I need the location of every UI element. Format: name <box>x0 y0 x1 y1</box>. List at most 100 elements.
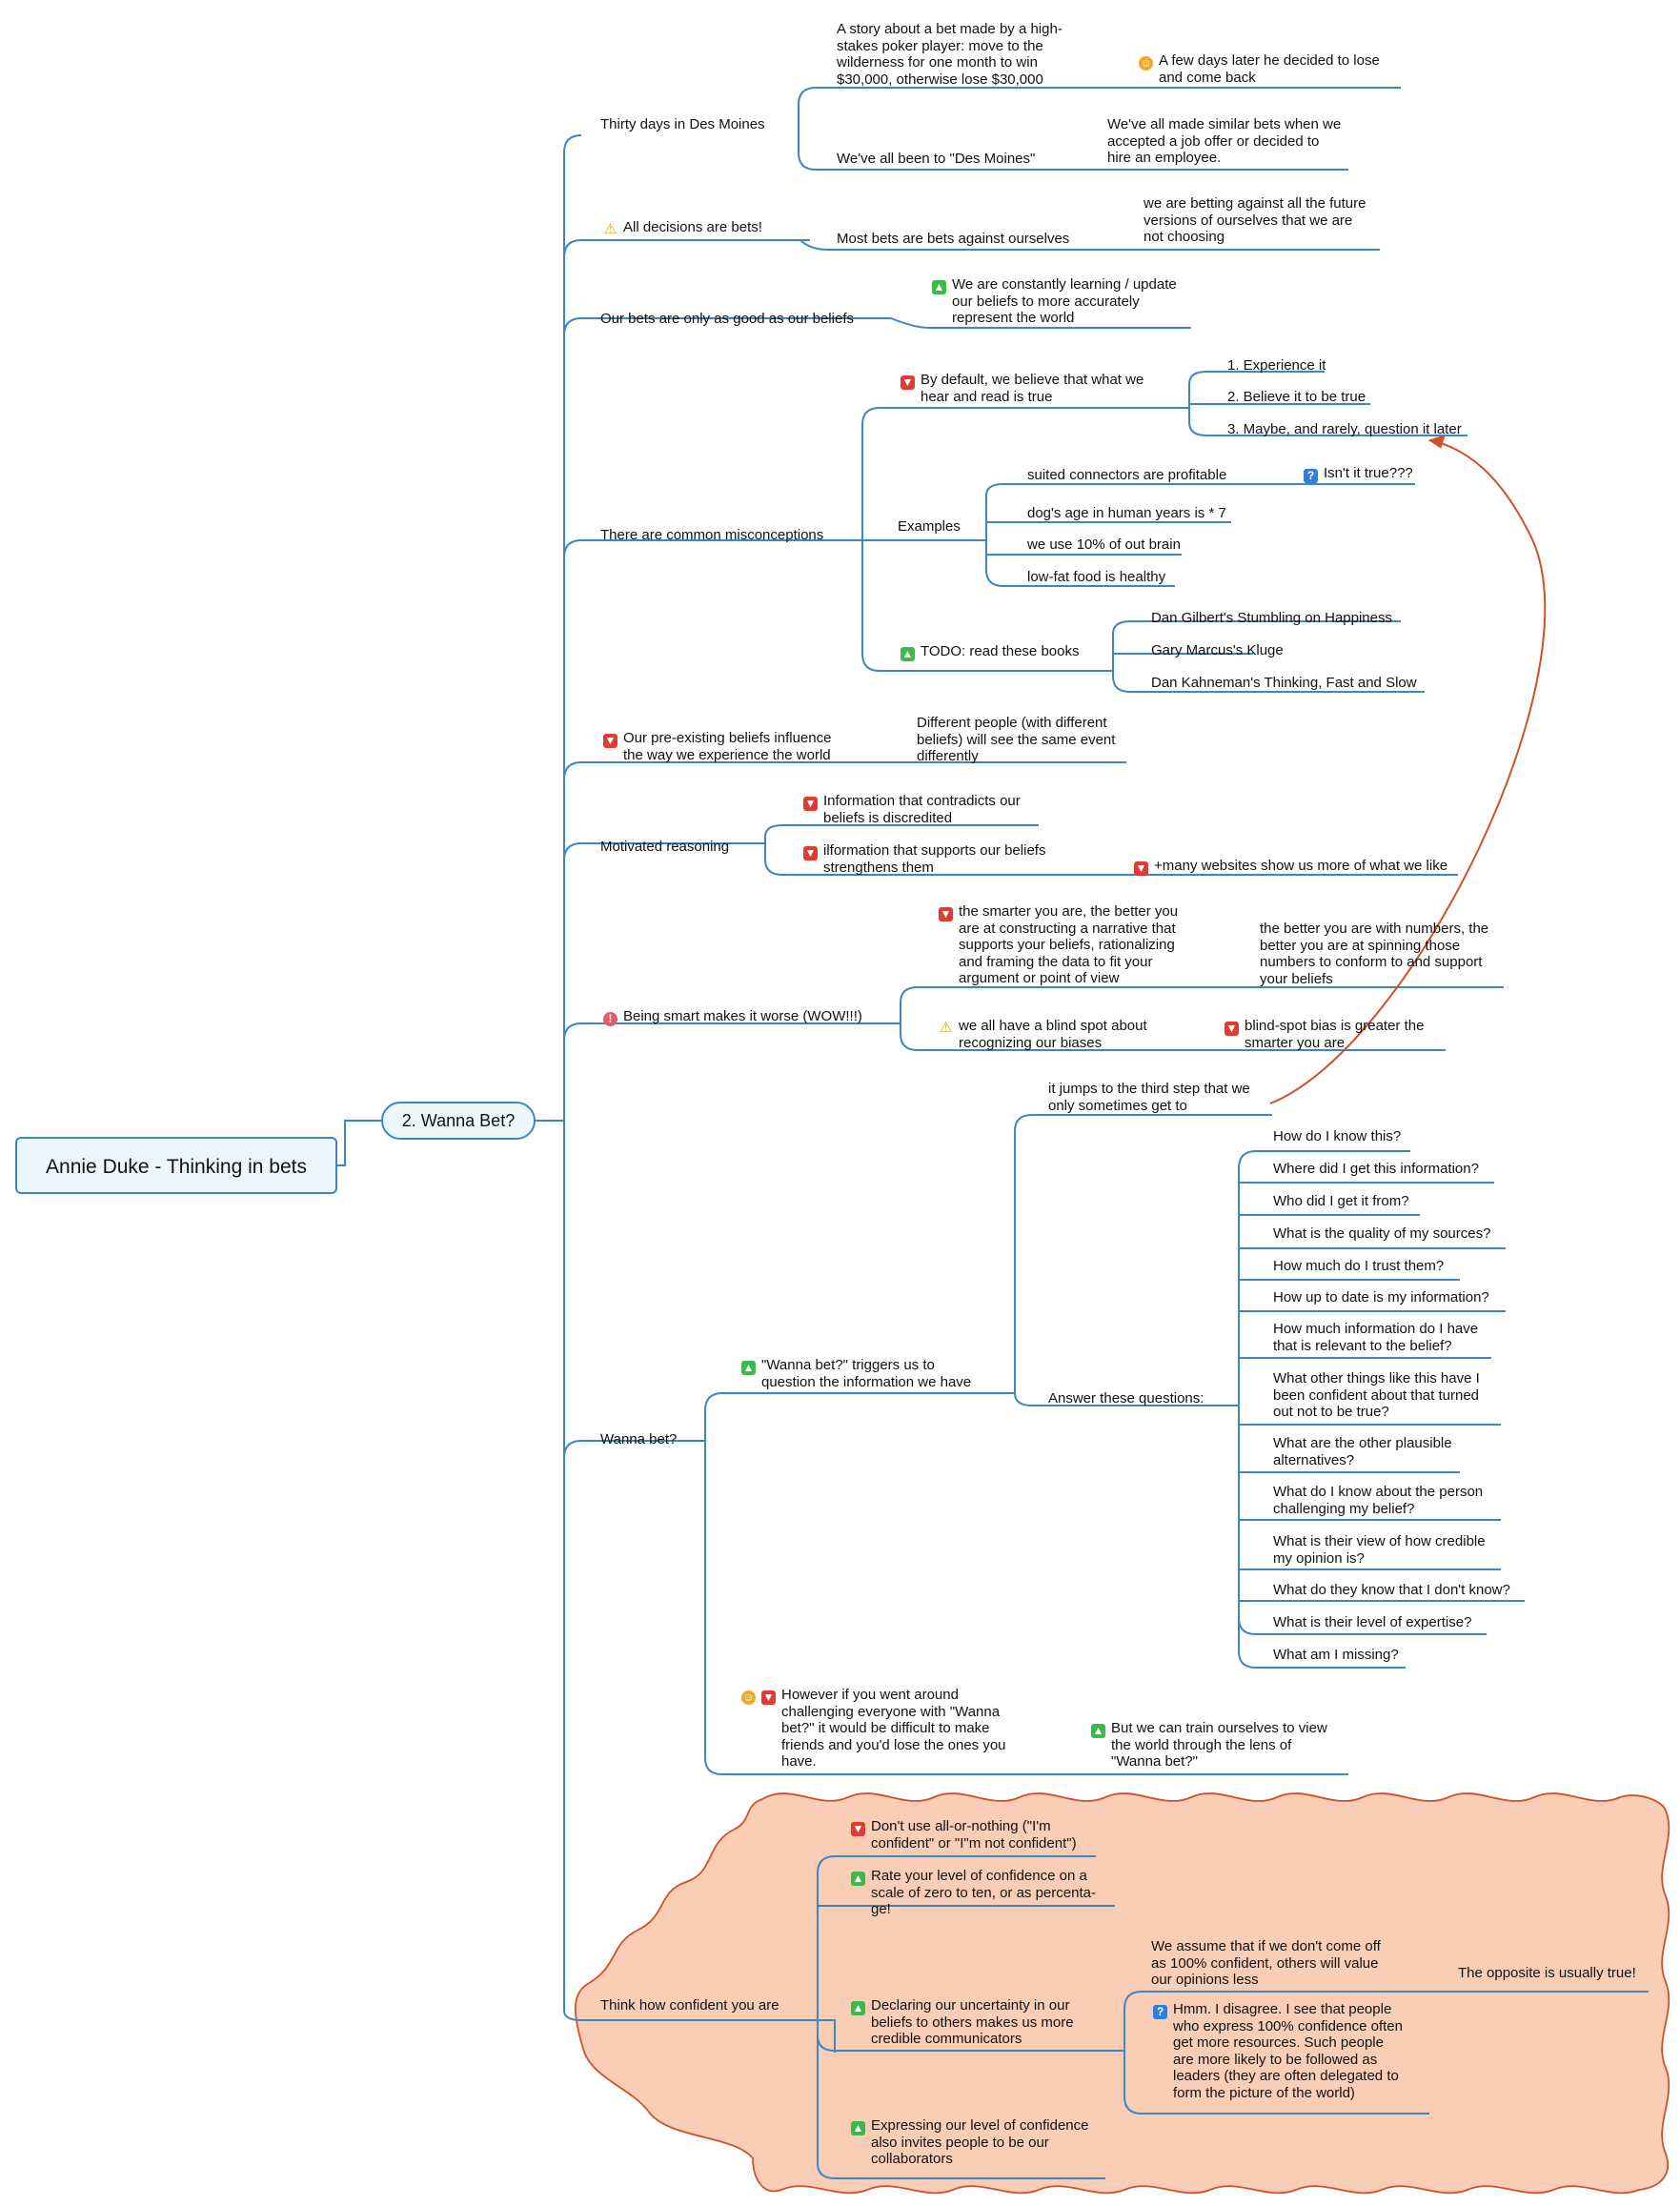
topic-hmm[interactable]: ?Hmm. I disagree. I see that people who … <box>1153 2001 1403 2101</box>
topic-third-step[interactable]: it jumps to the third step that we only … <box>1048 1081 1250 1114</box>
topic-blind-bias[interactable]: ▼ blind-spot bias is greater the smarter … <box>1225 1018 1424 1051</box>
book-item[interactable]: Dan Gilbert's Stumbling on Happiness <box>1151 610 1392 626</box>
topic-thirty-days[interactable]: Thirty days in Des Moines <box>600 116 765 132</box>
bets-beliefs-note-text: We are constantly learning / update our … <box>952 276 1177 326</box>
root-topic[interactable]: Annie Duke - Thinking in bets <box>15 1137 337 1194</box>
question-item[interactable]: What am I missing? <box>1273 1647 1399 1663</box>
question-icon: ? <box>1304 469 1318 483</box>
topic-websites[interactable]: ▼+many websites show us more of what we … <box>1134 858 1447 876</box>
todo-text: TODO: read these books <box>921 643 1080 659</box>
main-topic[interactable]: 2. Wanna Bet? <box>381 1102 536 1140</box>
smart-text: Being smart makes it worse (WOW!!!) <box>623 1008 862 1024</box>
topic-opposite[interactable]: The opposite is usually true! <box>1458 1965 1636 1981</box>
topic-answer[interactable]: Answer these questions: <box>1048 1390 1204 1407</box>
thumbs-down-icon: ▼ <box>939 907 953 921</box>
question-item[interactable]: What is the quality of my sources? <box>1273 1225 1491 1242</box>
topic-expressing[interactable]: ▲Expressing our level of confidence also… <box>851 2117 1088 2168</box>
topic-preexisting-note[interactable]: Different people (with different beliefs… <box>917 715 1116 764</box>
topic-we-all-note[interactable]: We've all made similar bets when we acce… <box>1107 116 1342 166</box>
isnt-true-text: Isn't it true??? <box>1324 465 1413 481</box>
preexisting-text: Our pre-existing beliefs influence the w… <box>623 730 832 763</box>
blind-bias-text: blind-spot bias is greater the smarter y… <box>1245 1018 1425 1051</box>
thumbs-up-icon: ▲ <box>851 2001 865 2015</box>
topic-numbers[interactable]: the better you are with numbers, the bet… <box>1260 921 1489 987</box>
question-item[interactable]: What do they know that I don't know? <box>1273 1582 1510 1598</box>
topic-story-result[interactable]: ☺A few days later he decided to lose and… <box>1139 52 1380 86</box>
example-item[interactable]: we use 10% of out brain <box>1027 536 1181 553</box>
question-item[interactable]: How much information do I have that is r… <box>1273 1321 1479 1354</box>
thumbs-down-icon: ▼ <box>803 846 818 860</box>
topic-supports[interactable]: ▼ ilformation that supports our beliefs s… <box>803 842 1045 876</box>
topic-however[interactable]: ☺ ▼ However if you went around challenging… <box>741 1687 1006 1771</box>
topic-we-all[interactable]: We've all been to "Des Moines" <box>837 151 1036 167</box>
question-item[interactable]: How much do I trust them? <box>1273 1258 1445 1274</box>
question-item[interactable]: What other things like this have I been … <box>1273 1370 1480 1420</box>
topic-smarter[interactable]: ▼ the smarter you are, the better you are… <box>939 903 1178 987</box>
thumbs-up-icon: ▲ <box>851 1872 865 1886</box>
topic-declaring[interactable]: ▲Declaring our uncertainty in our belief… <box>851 1997 1074 2048</box>
rate-text: Rate your level of confidence on a scale… <box>871 1868 1096 1917</box>
alarm-icon: ! <box>603 1012 617 1026</box>
step-3[interactable]: 3. Maybe, and rarely, question it later <box>1227 421 1462 437</box>
supports-text: ilformation that supports our beliefs st… <box>823 842 1046 876</box>
topic-most-bets-note[interactable]: we are betting against all the future ve… <box>1144 195 1366 245</box>
smile-icon: ☺ <box>1139 56 1153 71</box>
thumbs-down-icon: ▼ <box>1225 1022 1239 1036</box>
topic-triggers[interactable]: ▲"Wanna bet?" triggers us to question th… <box>741 1357 971 1390</box>
question-item[interactable]: What is their view of how credible my op… <box>1273 1533 1486 1567</box>
question-item[interactable]: Who did I get it from? <box>1273 1193 1409 1209</box>
topic-most-bets[interactable]: Most bets are bets against ourselves <box>837 231 1070 247</box>
topic-contradicts[interactable]: ▼ Information that contradicts our belief… <box>803 793 1021 826</box>
question-item[interactable]: What is their level of expertise? <box>1273 1614 1472 1630</box>
topic-todo[interactable]: ▲ TODO: read these books <box>901 643 1079 661</box>
thumbs-up-icon: ▲ <box>932 280 946 294</box>
topic-assume[interactable]: We assume that if we don't come off as 1… <box>1151 1938 1381 1988</box>
warning-icon: ⚠ <box>939 1020 953 1036</box>
example-item[interactable]: suited connectors are profitable <box>1027 467 1227 483</box>
all-or-nothing-text: Don't use all-or-nothing ("I'm confident… <box>871 1818 1077 1852</box>
topic-train[interactable]: ▲But we can train ourselves to view the … <box>1091 1720 1327 1771</box>
topic-smart[interactable]: ! Being smart makes it worse (WOW!!!) <box>603 1008 862 1026</box>
question-icon: ? <box>1153 2005 1167 2019</box>
topic-examples[interactable]: Examples <box>898 518 961 535</box>
however-text: However if you went around challenging e… <box>781 1687 1006 1770</box>
topic-bets-beliefs[interactable]: Our bets are only as good as our beliefs <box>600 311 854 327</box>
topic-isnt-true[interactable]: ? Isn't it true??? <box>1304 465 1413 483</box>
topic-blind-spot[interactable]: ⚠ we all have a blind spot about recogniz… <box>939 1018 1147 1051</box>
topic-misconceptions[interactable]: There are common misconceptions <box>600 527 824 543</box>
question-item[interactable]: How up to date is my information? <box>1273 1289 1489 1305</box>
question-item[interactable]: What are the other plausible alternative… <box>1273 1435 1452 1468</box>
smarter-text: the smarter you are, the better you are … <box>959 903 1179 986</box>
topic-rate[interactable]: ▲ Rate your level of confidence on a scal… <box>851 1868 1096 1918</box>
book-item[interactable]: Gary Marcus's Kluge <box>1151 642 1284 658</box>
example-item[interactable]: dog's age in human years is * 7 <box>1027 505 1226 521</box>
thumbs-down-icon: ▼ <box>761 1690 776 1705</box>
example-item[interactable]: low-fat food is healthy <box>1027 569 1166 585</box>
topic-motivated[interactable]: Motivated reasoning <box>600 839 730 855</box>
thumbs-up-icon: ▲ <box>901 647 915 661</box>
confidence-boundary <box>574 1792 1670 2195</box>
warning-icon: ⚠ <box>603 221 617 237</box>
contradicts-text: Information that contradicts our beliefs… <box>823 793 1021 826</box>
step-1[interactable]: 1. Experience it <box>1227 357 1326 374</box>
book-item[interactable]: Dan Kahneman's Thinking, Fast and Slow <box>1151 675 1417 691</box>
thumbs-down-icon: ▼ <box>851 1822 865 1836</box>
topic-all-or-nothing[interactable]: ▼ Don't use all-or-nothing ("I'm confiden… <box>851 1818 1077 1852</box>
topic-by-default[interactable]: ▼By default, we believe that what we hea… <box>901 372 1144 405</box>
question-item[interactable]: What do I know about the person challeng… <box>1273 1484 1484 1517</box>
topic-all-decisions[interactable]: ⚠ All decisions are bets! <box>603 219 762 236</box>
question-item[interactable]: How do I know this? <box>1273 1128 1402 1144</box>
question-item[interactable]: Where did I get this information? <box>1273 1161 1479 1177</box>
topic-preexisting[interactable]: ▼Our pre-existing beliefs influence the … <box>603 730 831 763</box>
websites-text: +many websites show us more of what we l… <box>1154 858 1448 874</box>
topic-wanna-bet[interactable]: Wanna bet? <box>600 1431 678 1447</box>
step-2[interactable]: 2. Believe it to be true <box>1227 389 1366 405</box>
topic-confident[interactable]: Think how confident you are <box>600 1997 779 2014</box>
topic-bets-beliefs-note[interactable]: ▲ We are constantly learning / update our… <box>932 276 1177 327</box>
thumbs-down-icon: ▼ <box>803 797 818 811</box>
blind-spot-text: we all have a blind spot about recognizi… <box>959 1018 1147 1051</box>
smile-icon: ☺ <box>741 1690 756 1705</box>
topic-story[interactable]: A story about a bet made by a high- stak… <box>837 21 1063 88</box>
all-decisions-text: All decisions are bets! <box>623 219 762 235</box>
